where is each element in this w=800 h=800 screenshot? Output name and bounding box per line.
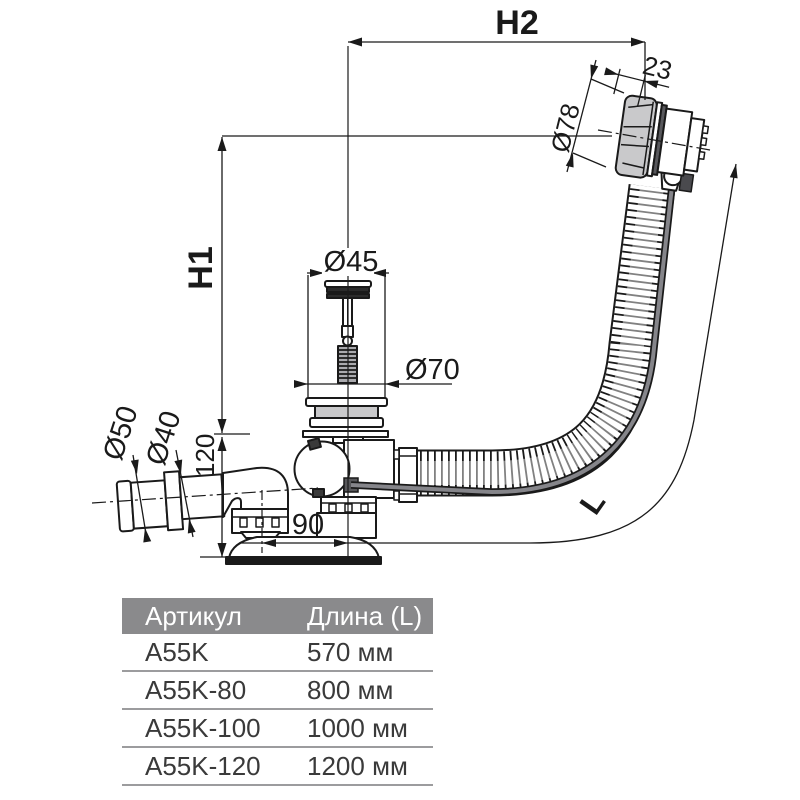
dimension-arrows: [130, 37, 738, 557]
center-lines: [91, 46, 711, 560]
spec-length: 800 мм: [307, 674, 394, 705]
dimension-label-dia50: Ø50: [97, 402, 144, 464]
table-row: A55K 570 мм: [122, 634, 433, 672]
spec-article: A55K-120: [145, 750, 261, 781]
dimension-label-h2: H2: [495, 4, 538, 42]
outlet-pipe: [115, 466, 289, 533]
dimension-label-length: L: [573, 485, 613, 521]
dimension-label-23: 23: [640, 50, 675, 86]
spec-header-length: Длина (L): [307, 600, 423, 631]
dimension-label-90: 90: [292, 509, 324, 541]
overflow-head: [614, 94, 710, 193]
label-mask: [322, 248, 374, 274]
spec-header-article: Артикул: [145, 600, 242, 631]
dimension-label-h1: H1: [182, 246, 220, 289]
spec-table-header: Артикул Длина (L): [122, 598, 433, 634]
dimension-lines: [132, 41, 737, 558]
corrugated-hose: [413, 184, 676, 497]
spec-length: 1200 мм: [307, 750, 408, 781]
dimension-label-120: 120: [190, 434, 220, 477]
spec-table: Артикул Длина (L) A55K 570 мм A55K-80 80…: [122, 598, 433, 786]
spec-article: A55K: [145, 636, 209, 667]
spec-length: 570 мм: [307, 636, 394, 667]
dimension-23: 23: [604, 50, 675, 107]
spec-length: 1000 мм: [307, 712, 408, 743]
dimension-label-dia45: Ø45: [324, 246, 379, 278]
table-row: A55K-80 800 мм: [122, 672, 433, 710]
dimension-label-dia70: Ø70: [405, 354, 460, 386]
dimension-label-dia78: Ø78: [545, 100, 586, 155]
table-row: A55K-120 1200 мм: [122, 748, 433, 786]
spec-article: A55K-80: [145, 674, 247, 705]
spec-article: A55K-100: [145, 712, 261, 743]
table-row: A55K-100 1000 мм: [122, 710, 433, 748]
